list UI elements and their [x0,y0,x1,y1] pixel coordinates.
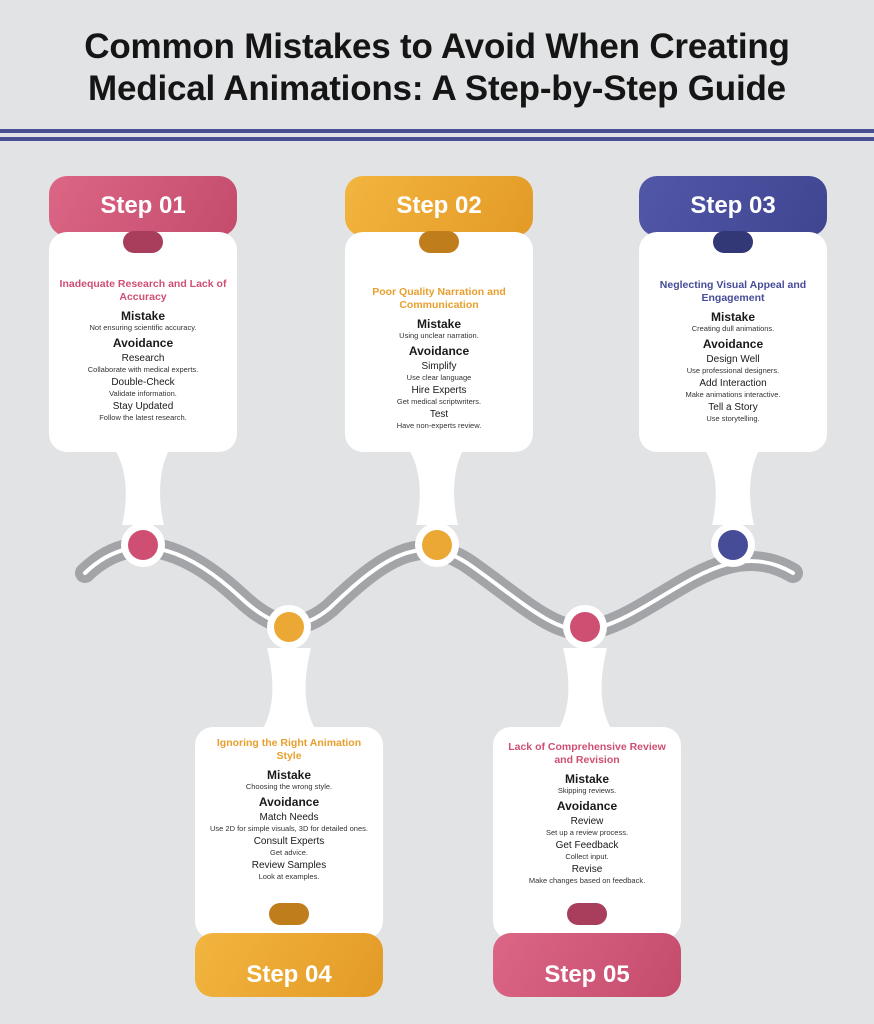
step-2-tip-3-title: Test [429,409,449,420]
step-1-body [49,232,237,452]
step-3-heading: Neglecting Visual Appeal and Engagement [659,279,807,304]
step-5-content: Lack of Comprehensive Review and Revisio… [501,741,673,885]
step-5-tab [567,903,607,925]
step-4-header: Step 04 [195,933,383,997]
step-1-content: Inadequate Research and Lack of Accuracy… [57,278,229,422]
step-1-tip-2-title: Double-Check [111,377,175,388]
step-card-2: Step 02 Poor Quality Narration and Commu… [345,176,533,452]
step-5-mistake-text: Skipping reviews. [557,786,617,795]
title-divider-top [0,129,874,133]
step-3-mistake-text: Creating dull animations. [691,324,775,333]
step-1-avoidance-title: Avoidance [112,336,174,350]
title-divider-bottom [0,137,874,141]
step-1-tip-3-desc: Follow the latest research. [99,413,187,422]
step-4-tip-2-desc: Get advice. [270,848,308,857]
title-line-2: Medical Animations: A Step-by-Step Guide [88,69,786,108]
step-5-mistake-title: Mistake [564,772,610,786]
step-2-tip-1-desc: Use clear language [406,373,472,382]
step-4-label: Step 04 [246,961,332,988]
step-5-avoidance-title: Avoidance [556,799,618,813]
step-5-tip-3-title: Revise [571,864,603,875]
step-2-tip-1-title: Simplify [421,361,457,372]
step-5-tip-1-desc: Set up a review process. [545,828,629,837]
timeline-node-4 [267,605,311,649]
timeline-node-1 [121,523,165,567]
step-card-5: Step 05 Lack of Comprehensive Review and… [493,727,681,997]
step-2-tab [419,231,459,253]
timeline-node-2 [415,523,459,567]
step-3-header: Step 03 [639,176,827,236]
step-1-tip-1-desc: Collaborate with medical experts. [87,365,199,374]
title-line-1: Common Mistakes to Avoid When Creating [84,27,790,66]
step-2-header: Step 02 [345,176,533,236]
step-5-tip-2-title: Get Feedback [555,840,619,851]
step-2-tip-2-title: Hire Experts [411,385,467,396]
step-3-tip-2-desc: Make animations interactive. [685,390,781,399]
step-4-heading: Ignoring the Right Animation Style [216,737,362,762]
step-1-mistake-title: Mistake [120,309,166,323]
timeline-node-5 [563,605,607,649]
step-4-tip-1-title: Match Needs [259,812,319,823]
page-title: Common Mistakes to Avoid When Creating M… [0,26,874,110]
step-4-mistake-title: Mistake [266,768,312,782]
step-4-avoidance-title: Avoidance [258,795,320,809]
step-5-header: Step 05 [493,933,681,997]
step-3-tip-1-title: Design Well [706,354,760,365]
step-card-1: Step 01 Inadequate Research and Lack of … [49,176,237,452]
step-5-tip-2-desc: Collect input. [565,852,609,861]
step-3-tab [713,231,753,253]
step-2-heading: Poor Quality Narration and Communication [372,286,506,311]
step-5-heading: Lack of Comprehensive Review and Revisio… [508,741,666,766]
step-3-mistake-title: Mistake [710,310,756,324]
step-2-body [345,232,533,452]
step-3-avoidance-title: Avoidance [702,337,764,351]
step-4-tip-3-desc: Look at examples. [258,872,320,881]
step-2-tip-2-desc: Get medical scriptwriters. [396,397,482,406]
step-4-tab [269,903,309,925]
step-5-tip-1-title: Review [570,816,604,827]
step-2-mistake-text: Using unclear narration. [399,331,479,340]
step-2-tip-3-desc: Have non-experts review. [396,421,482,430]
step-3-tip-3-desc: Use storytelling. [706,414,760,423]
step-3-tip-2-title: Add Interaction [699,378,767,389]
step-3-body [639,232,827,452]
step-2-avoidance-title: Avoidance [408,344,470,358]
step-1-header: Step 01 [49,176,237,236]
step-4-tip-1-desc: Use 2D for simple visuals, 3D for detail… [210,824,368,833]
step-3-tip-3-title: Tell a Story [708,402,758,413]
step-3-tip-1-desc: Use professional designers. [686,366,780,375]
step-1-mistake-text: Not ensuring scientific accuracy. [89,323,197,332]
step-1-tip-2-desc: Validate information. [109,389,177,398]
step-4-tip-2-title: Consult Experts [253,836,325,847]
step-5-tip-3-desc: Make changes based on feedback. [528,876,646,885]
step-1-heading: Inadequate Research and Lack of Accuracy [59,278,227,303]
step-2-mistake-title: Mistake [416,317,462,331]
step-1-tip-1-title: Research [121,353,165,364]
step-card-3: Step 03 Neglecting Visual Appeal and Eng… [639,176,827,452]
step-1-tab [123,231,163,253]
step-card-4: Step 04 Ignoring the Right Animation Sty… [195,727,383,997]
step-4-mistake-text: Choosing the wrong style. [245,782,333,791]
step-2-content: Poor Quality Narration and Communication… [353,286,525,430]
timeline-node-3 [711,523,755,567]
step-3-content: Neglecting Visual Appeal and Engagement … [647,279,819,423]
step-5-label: Step 05 [544,961,630,988]
step-4-tip-3-title: Review Samples [251,860,327,871]
step-1-tip-3-title: Stay Updated [112,401,174,412]
step-4-content: Ignoring the Right Animation Style Mista… [203,737,375,881]
